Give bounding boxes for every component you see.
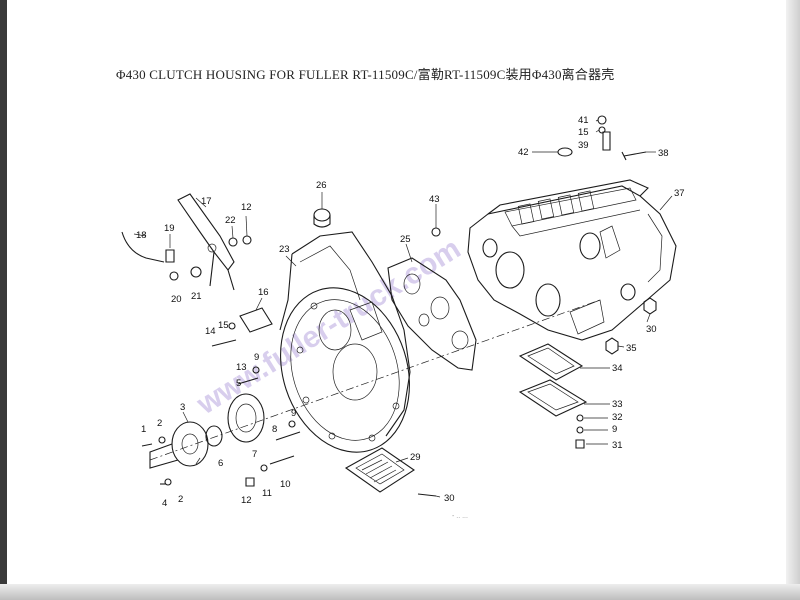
callout-1: 1 bbox=[141, 424, 146, 435]
callout-4: 4 bbox=[162, 498, 167, 509]
plate-34 bbox=[518, 343, 584, 381]
clutch-housing bbox=[279, 231, 411, 453]
spring-18 bbox=[121, 231, 165, 263]
bushing-21 bbox=[190, 266, 202, 278]
callout-10: 10 bbox=[280, 479, 291, 490]
callout-43: 43 bbox=[429, 194, 440, 205]
bolt-13 bbox=[237, 377, 259, 385]
callout-15: 15 bbox=[578, 127, 589, 138]
scan-edge-bottom bbox=[0, 584, 800, 600]
callout-6: 6 bbox=[218, 458, 223, 469]
callout-8: 8 bbox=[272, 424, 277, 435]
callout-22: 22 bbox=[225, 215, 236, 226]
callout-26: 26 bbox=[316, 180, 327, 191]
washer-11 bbox=[260, 464, 268, 472]
part-callouts: 1 2 2 3 4 5 6 7 8 9 9 9 10 11 12 12 13 1… bbox=[136, 115, 685, 509]
fitting-41 bbox=[597, 115, 607, 125]
callout-9: 9 bbox=[254, 352, 259, 363]
lever-19 bbox=[165, 249, 175, 263]
washer-9a bbox=[252, 366, 260, 374]
callout-7: 7 bbox=[252, 449, 257, 460]
washer-9c bbox=[576, 426, 584, 434]
clip-20 bbox=[169, 271, 179, 281]
gasket-5 bbox=[227, 393, 265, 443]
nut-36 bbox=[643, 297, 657, 315]
callout-12: 12 bbox=[241, 495, 252, 506]
callout-38: 38 bbox=[658, 148, 669, 159]
callout-21: 21 bbox=[191, 291, 202, 302]
nut-12a bbox=[242, 235, 252, 245]
washer-15b bbox=[598, 126, 606, 134]
screw-30 bbox=[417, 493, 437, 497]
bolt-14 bbox=[211, 339, 237, 347]
dowel-43 bbox=[431, 227, 441, 237]
callout-11: 11 bbox=[262, 488, 272, 499]
seal-6 bbox=[205, 425, 223, 447]
plug-26 bbox=[313, 208, 331, 228]
callout-33: 33 bbox=[612, 399, 623, 410]
callout-13: 13 bbox=[236, 362, 247, 373]
callout-2: 2 bbox=[178, 494, 183, 505]
callout-2: 2 bbox=[157, 418, 162, 429]
plate-33 bbox=[518, 379, 588, 417]
callout-3: 3 bbox=[180, 402, 185, 413]
washer-9b bbox=[288, 420, 296, 428]
callout-30: 30 bbox=[444, 493, 455, 504]
callout-23: 23 bbox=[279, 244, 290, 255]
washer-2b bbox=[164, 478, 172, 486]
footer-note: - .. ... bbox=[452, 513, 468, 520]
bracket-16 bbox=[239, 307, 273, 333]
cap-42 bbox=[557, 147, 573, 157]
callout-18: 18 bbox=[136, 230, 147, 241]
inspection-cover-29 bbox=[344, 447, 415, 493]
callout-12: 12 bbox=[241, 202, 252, 213]
callout-14: 14 bbox=[205, 326, 216, 337]
bolt-8 bbox=[275, 431, 301, 441]
bolt-10 bbox=[269, 455, 295, 465]
callout-25: 25 bbox=[400, 234, 411, 245]
nut-35 bbox=[605, 337, 619, 355]
washer-2a bbox=[158, 436, 166, 444]
release-fork-17 bbox=[177, 193, 235, 291]
callout-30: 30 bbox=[646, 324, 657, 335]
callout-31: 31 bbox=[612, 440, 623, 451]
washer-32 bbox=[576, 414, 584, 422]
callout-16: 16 bbox=[258, 287, 269, 298]
gasket-25 bbox=[387, 257, 477, 371]
callout-41: 41 bbox=[578, 115, 589, 126]
callout-5: 5 bbox=[236, 378, 241, 389]
callout-42: 42 bbox=[518, 147, 529, 158]
callout-35: 35 bbox=[626, 343, 637, 354]
callout-19: 19 bbox=[164, 223, 175, 234]
bolt-38 bbox=[621, 151, 647, 161]
washer-22 bbox=[228, 237, 238, 247]
transmission-case bbox=[467, 179, 677, 341]
plug-39 bbox=[602, 131, 611, 151]
scan-edge-right bbox=[786, 0, 800, 600]
callout-17: 17 bbox=[201, 196, 212, 207]
nut-12b bbox=[245, 477, 255, 487]
callout-39: 39 bbox=[578, 140, 589, 151]
leader-lines bbox=[133, 119, 673, 498]
bolt-31 bbox=[575, 439, 585, 449]
washer-15a bbox=[228, 322, 236, 330]
callout-34: 34 bbox=[612, 363, 623, 374]
callout-20: 20 bbox=[171, 294, 182, 305]
scan-edge-left bbox=[0, 0, 7, 600]
callout-32: 32 bbox=[612, 412, 623, 423]
watermark-text: www.fuller-truck.com bbox=[190, 232, 466, 422]
callout-37: 37 bbox=[674, 188, 685, 199]
callout-9: 9 bbox=[612, 424, 617, 435]
diagram-title: Φ430 CLUTCH HOUSING FOR FULLER RT-11509C… bbox=[116, 67, 615, 82]
callout-15: 15 bbox=[218, 320, 229, 331]
callout-9: 9 bbox=[291, 408, 296, 419]
bolt-1 bbox=[141, 443, 153, 447]
callout-29: 29 bbox=[410, 452, 421, 463]
